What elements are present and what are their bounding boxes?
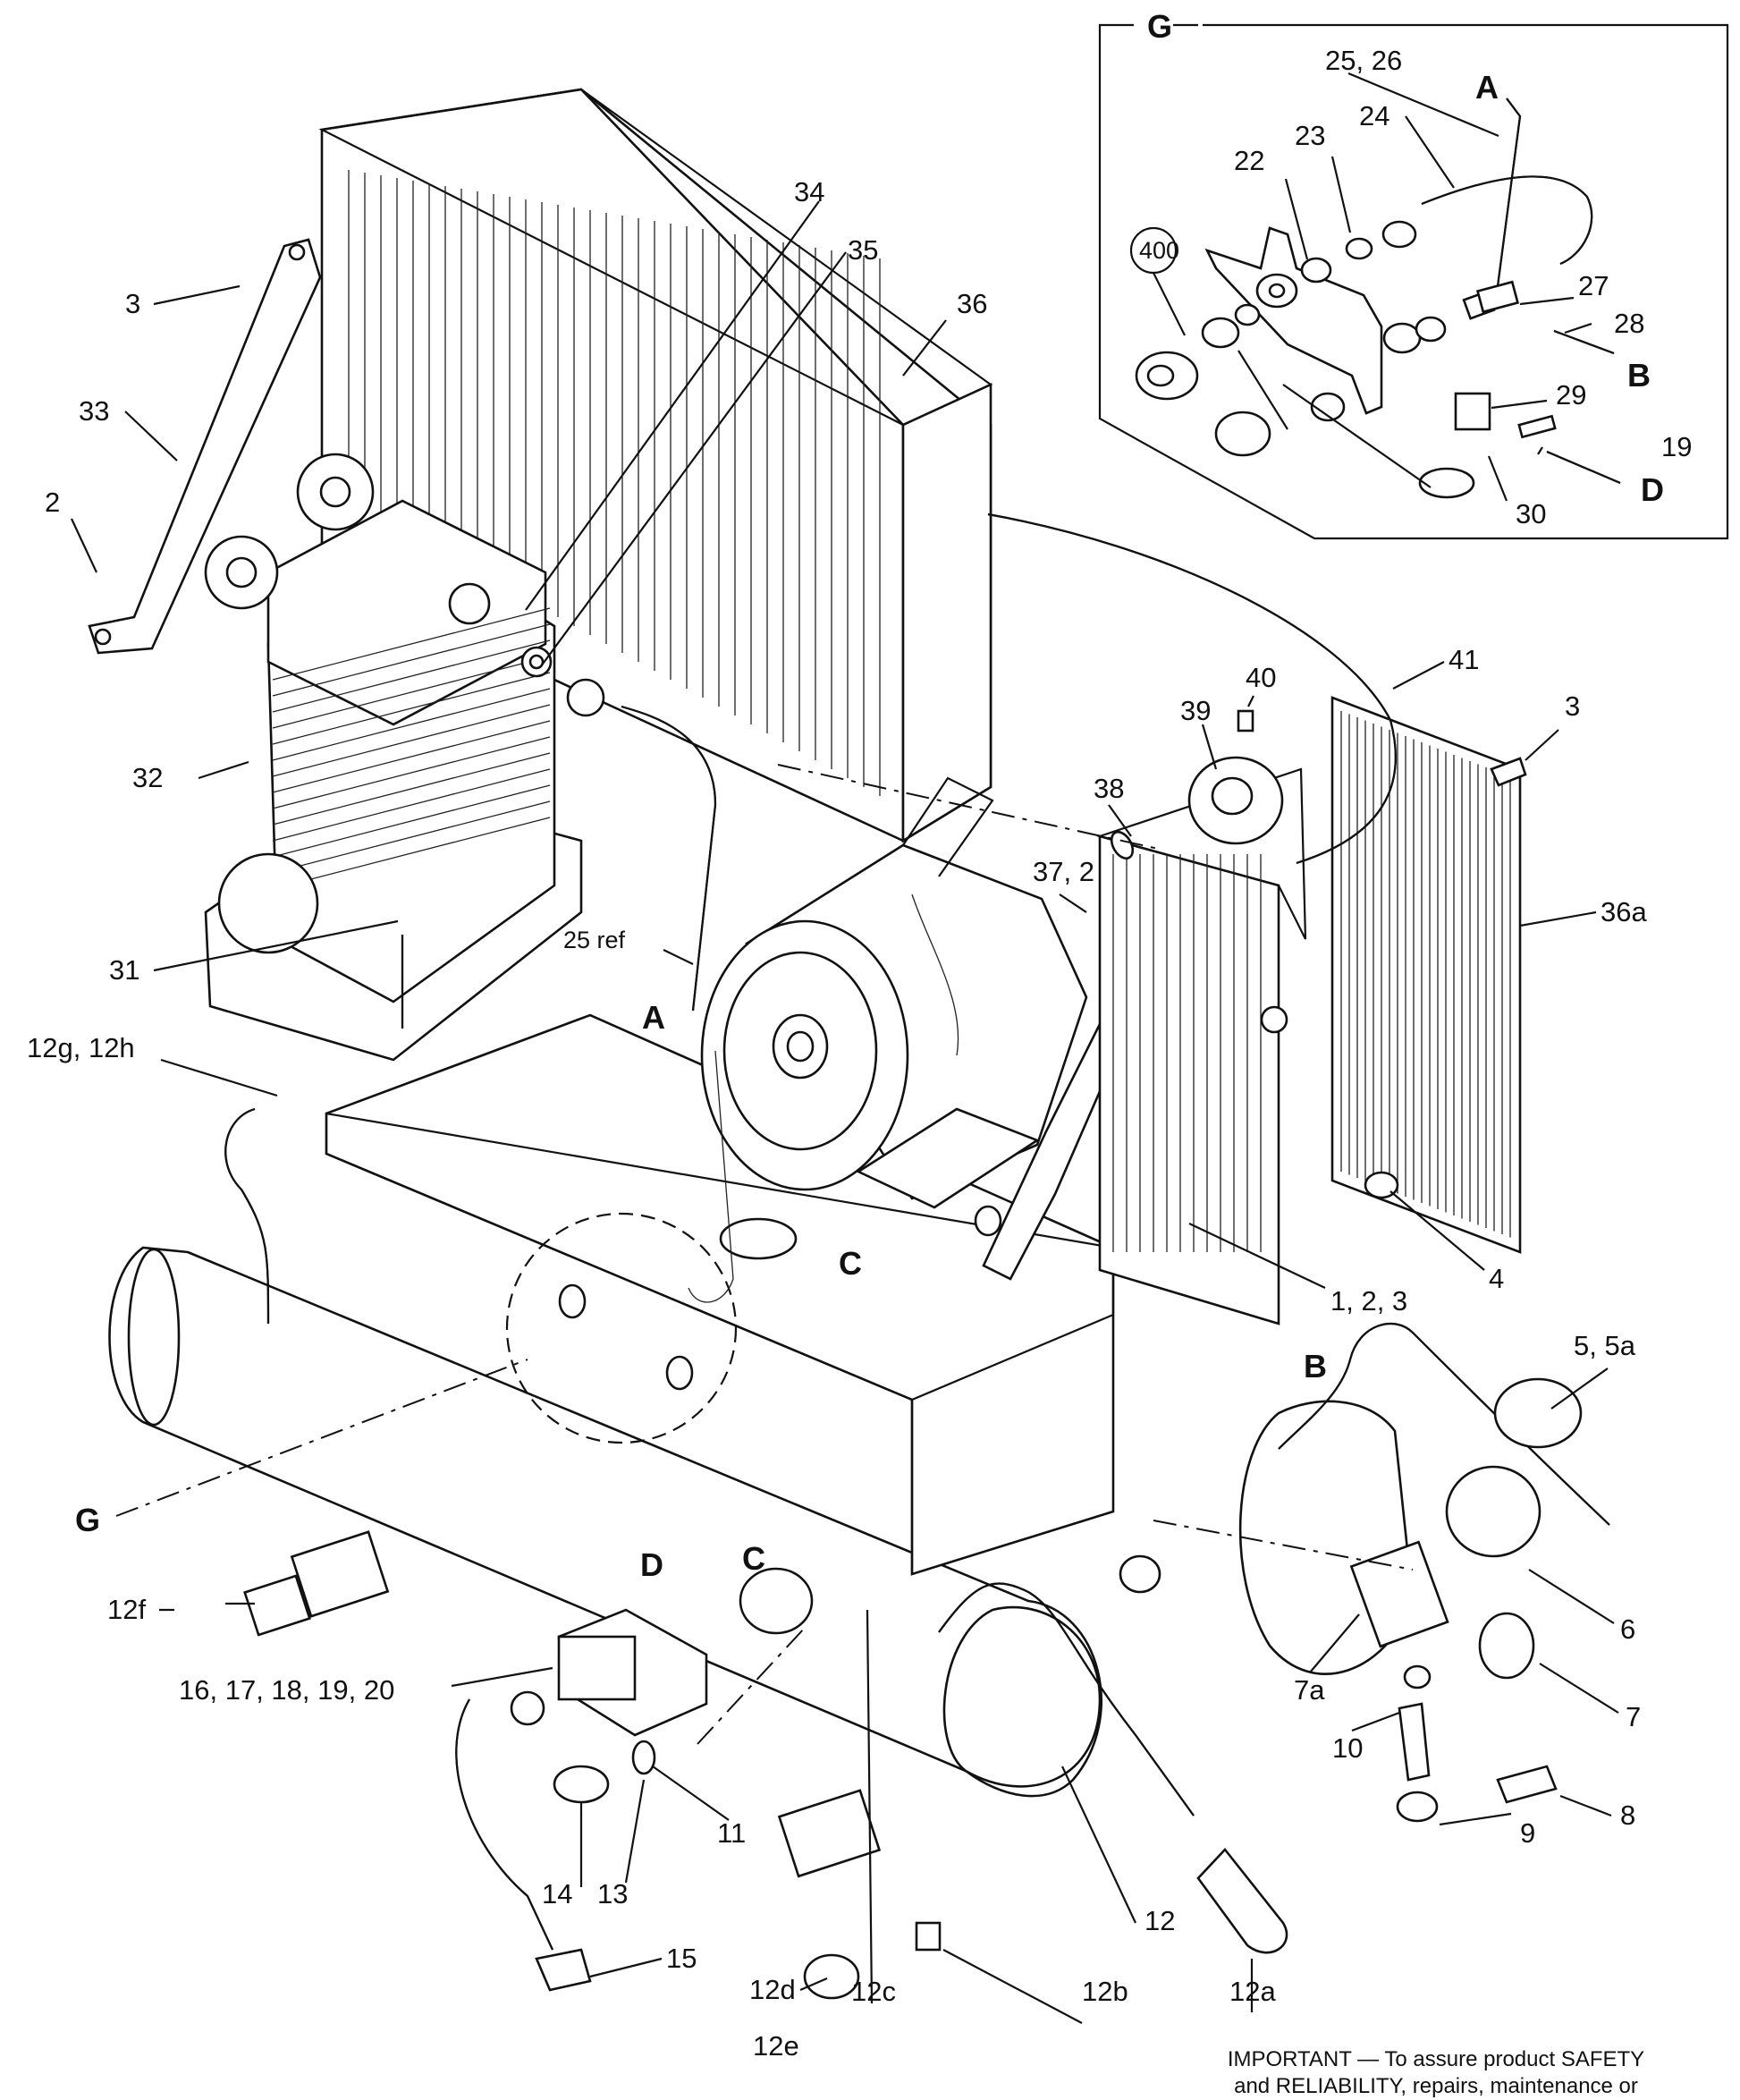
label-12d: 12d — [749, 1974, 796, 2005]
label-400: 400 — [1139, 237, 1179, 264]
label-10: 10 — [1332, 1732, 1363, 1764]
label-32: 32 — [132, 762, 163, 793]
label-22: 22 — [1234, 145, 1264, 176]
important-note: IMPORTANT — To assure product SAFETY and… — [1141, 2046, 1731, 2100]
label-24: 24 — [1359, 100, 1389, 131]
label-33: 33 — [79, 395, 109, 427]
label-9: 9 — [1520, 1817, 1535, 1849]
shroud-36a — [1096, 696, 1522, 1325]
label-30: 30 — [1516, 498, 1546, 529]
note-line-1: IMPORTANT — To assure product SAFETY — [1227, 2047, 1645, 2071]
label-15: 15 — [666, 1943, 697, 1974]
label-c-main: C — [839, 1245, 862, 1282]
label-40: 40 — [1246, 662, 1276, 693]
label-16-20: 16, 17, 18, 19, 20 — [179, 1674, 394, 1706]
label-d-switch: D — [640, 1546, 663, 1583]
lower-fittings — [243, 709, 1583, 2000]
label-19: 19 — [1661, 431, 1692, 462]
valve-fittings — [1135, 220, 1557, 499]
leader-lines — [71, 200, 1619, 2024]
label-12b: 12b — [1082, 1976, 1128, 2007]
label-8: 8 — [1620, 1799, 1635, 1831]
label-1-2-3: 1, 2, 3 — [1330, 1285, 1407, 1317]
label-5-5a: 5, 5a — [1574, 1330, 1636, 1361]
label-39: 39 — [1180, 695, 1211, 726]
label-2: 2 — [45, 487, 60, 518]
label-12f: 12f — [107, 1594, 146, 1625]
label-11: 11 — [717, 1817, 746, 1849]
label-4: 4 — [1489, 1263, 1504, 1294]
label-b-inset: B — [1627, 357, 1651, 394]
label-13: 13 — [597, 1878, 628, 1909]
label-7a: 7a — [1294, 1674, 1325, 1706]
shroud-36 — [318, 88, 993, 843]
label-12g-12h: 12g, 12h — [27, 1032, 135, 1063]
label-d-inset: D — [1641, 471, 1664, 508]
label-inset-title: G — [1147, 8, 1172, 45]
label-35: 35 — [848, 234, 878, 266]
callout-labels: G 25, 26 A 24 23 22 400 27 28 B 29 19 D … — [27, 8, 1692, 2062]
label-12c: 12c — [851, 1976, 896, 2007]
bracket — [1204, 226, 1383, 415]
inset-g — [1098, 5, 1729, 540]
label-41: 41 — [1449, 644, 1479, 675]
label-38: 38 — [1094, 773, 1124, 804]
label-34: 34 — [794, 176, 824, 207]
label-3-top: 3 — [125, 288, 140, 319]
strap-33 — [88, 238, 322, 655]
label-36a: 36a — [1601, 896, 1647, 927]
label-37-2: 37, 2 — [1033, 856, 1094, 887]
label-14: 14 — [542, 1878, 572, 1909]
label-31: 31 — [109, 954, 139, 986]
label-3-right: 3 — [1565, 690, 1580, 722]
label-28: 28 — [1614, 308, 1644, 339]
label-12: 12 — [1145, 1905, 1175, 1936]
label-36: 36 — [957, 288, 987, 319]
label-12e: 12e — [753, 2030, 799, 2062]
label-b-main: B — [1304, 1348, 1327, 1384]
label-a-main: A — [642, 999, 665, 1036]
pump-32 — [204, 453, 605, 1062]
motor-37 — [700, 776, 1133, 1281]
label-7: 7 — [1626, 1701, 1641, 1732]
label-23: 23 — [1295, 120, 1325, 151]
label-c-switch: C — [742, 1540, 765, 1577]
label-27: 27 — [1578, 270, 1609, 301]
label-25-ref: 25 ref — [563, 927, 626, 953]
label-29: 29 — [1556, 379, 1586, 411]
label-6: 6 — [1620, 1613, 1635, 1645]
label-25-26: 25, 26 — [1325, 45, 1402, 76]
label-12a: 12a — [1229, 1976, 1276, 2007]
note-line-2: and RELIABILITY, repairs, maintenance or — [1234, 2074, 1638, 2098]
label-a-inset: A — [1475, 69, 1499, 106]
label-g-main: G — [75, 1502, 100, 1538]
